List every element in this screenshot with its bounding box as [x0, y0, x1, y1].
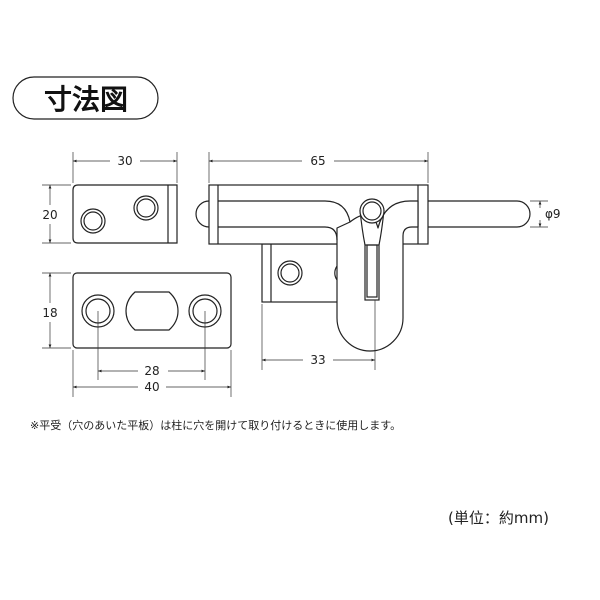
svg-text:20: 20: [42, 208, 57, 222]
dim-20: 20: [42, 184, 71, 244]
dim-28: 28: [98, 364, 205, 378]
strike-plate: [72, 184, 178, 244]
unit-label: (単位：約mm): [448, 509, 549, 527]
dim-30: 30: [72, 152, 178, 183]
flat-plate: [72, 272, 232, 380]
dim-40: 40: [72, 350, 232, 397]
svg-text:33: 33: [310, 353, 325, 367]
svg-text:18: 18: [42, 306, 57, 320]
svg-text:28: 28: [144, 364, 159, 378]
svg-text:30: 30: [117, 154, 132, 168]
title: 寸法図: [44, 83, 128, 116]
dim-33: 33: [261, 300, 376, 370]
svg-text:40: 40: [144, 380, 159, 394]
dim-phi9: φ9: [530, 200, 561, 228]
bolt-latch: [195, 184, 531, 352]
usage-note: ※平受（穴のあいた平板）は柱に穴を開けて取り付けるときに使用します。: [30, 419, 402, 432]
dim-18: 18: [42, 272, 71, 349]
svg-text:65: 65: [310, 154, 325, 168]
svg-text:φ9: φ9: [545, 207, 561, 221]
title-badge: 寸法図: [12, 76, 159, 120]
dim-65: 65: [208, 152, 429, 183]
